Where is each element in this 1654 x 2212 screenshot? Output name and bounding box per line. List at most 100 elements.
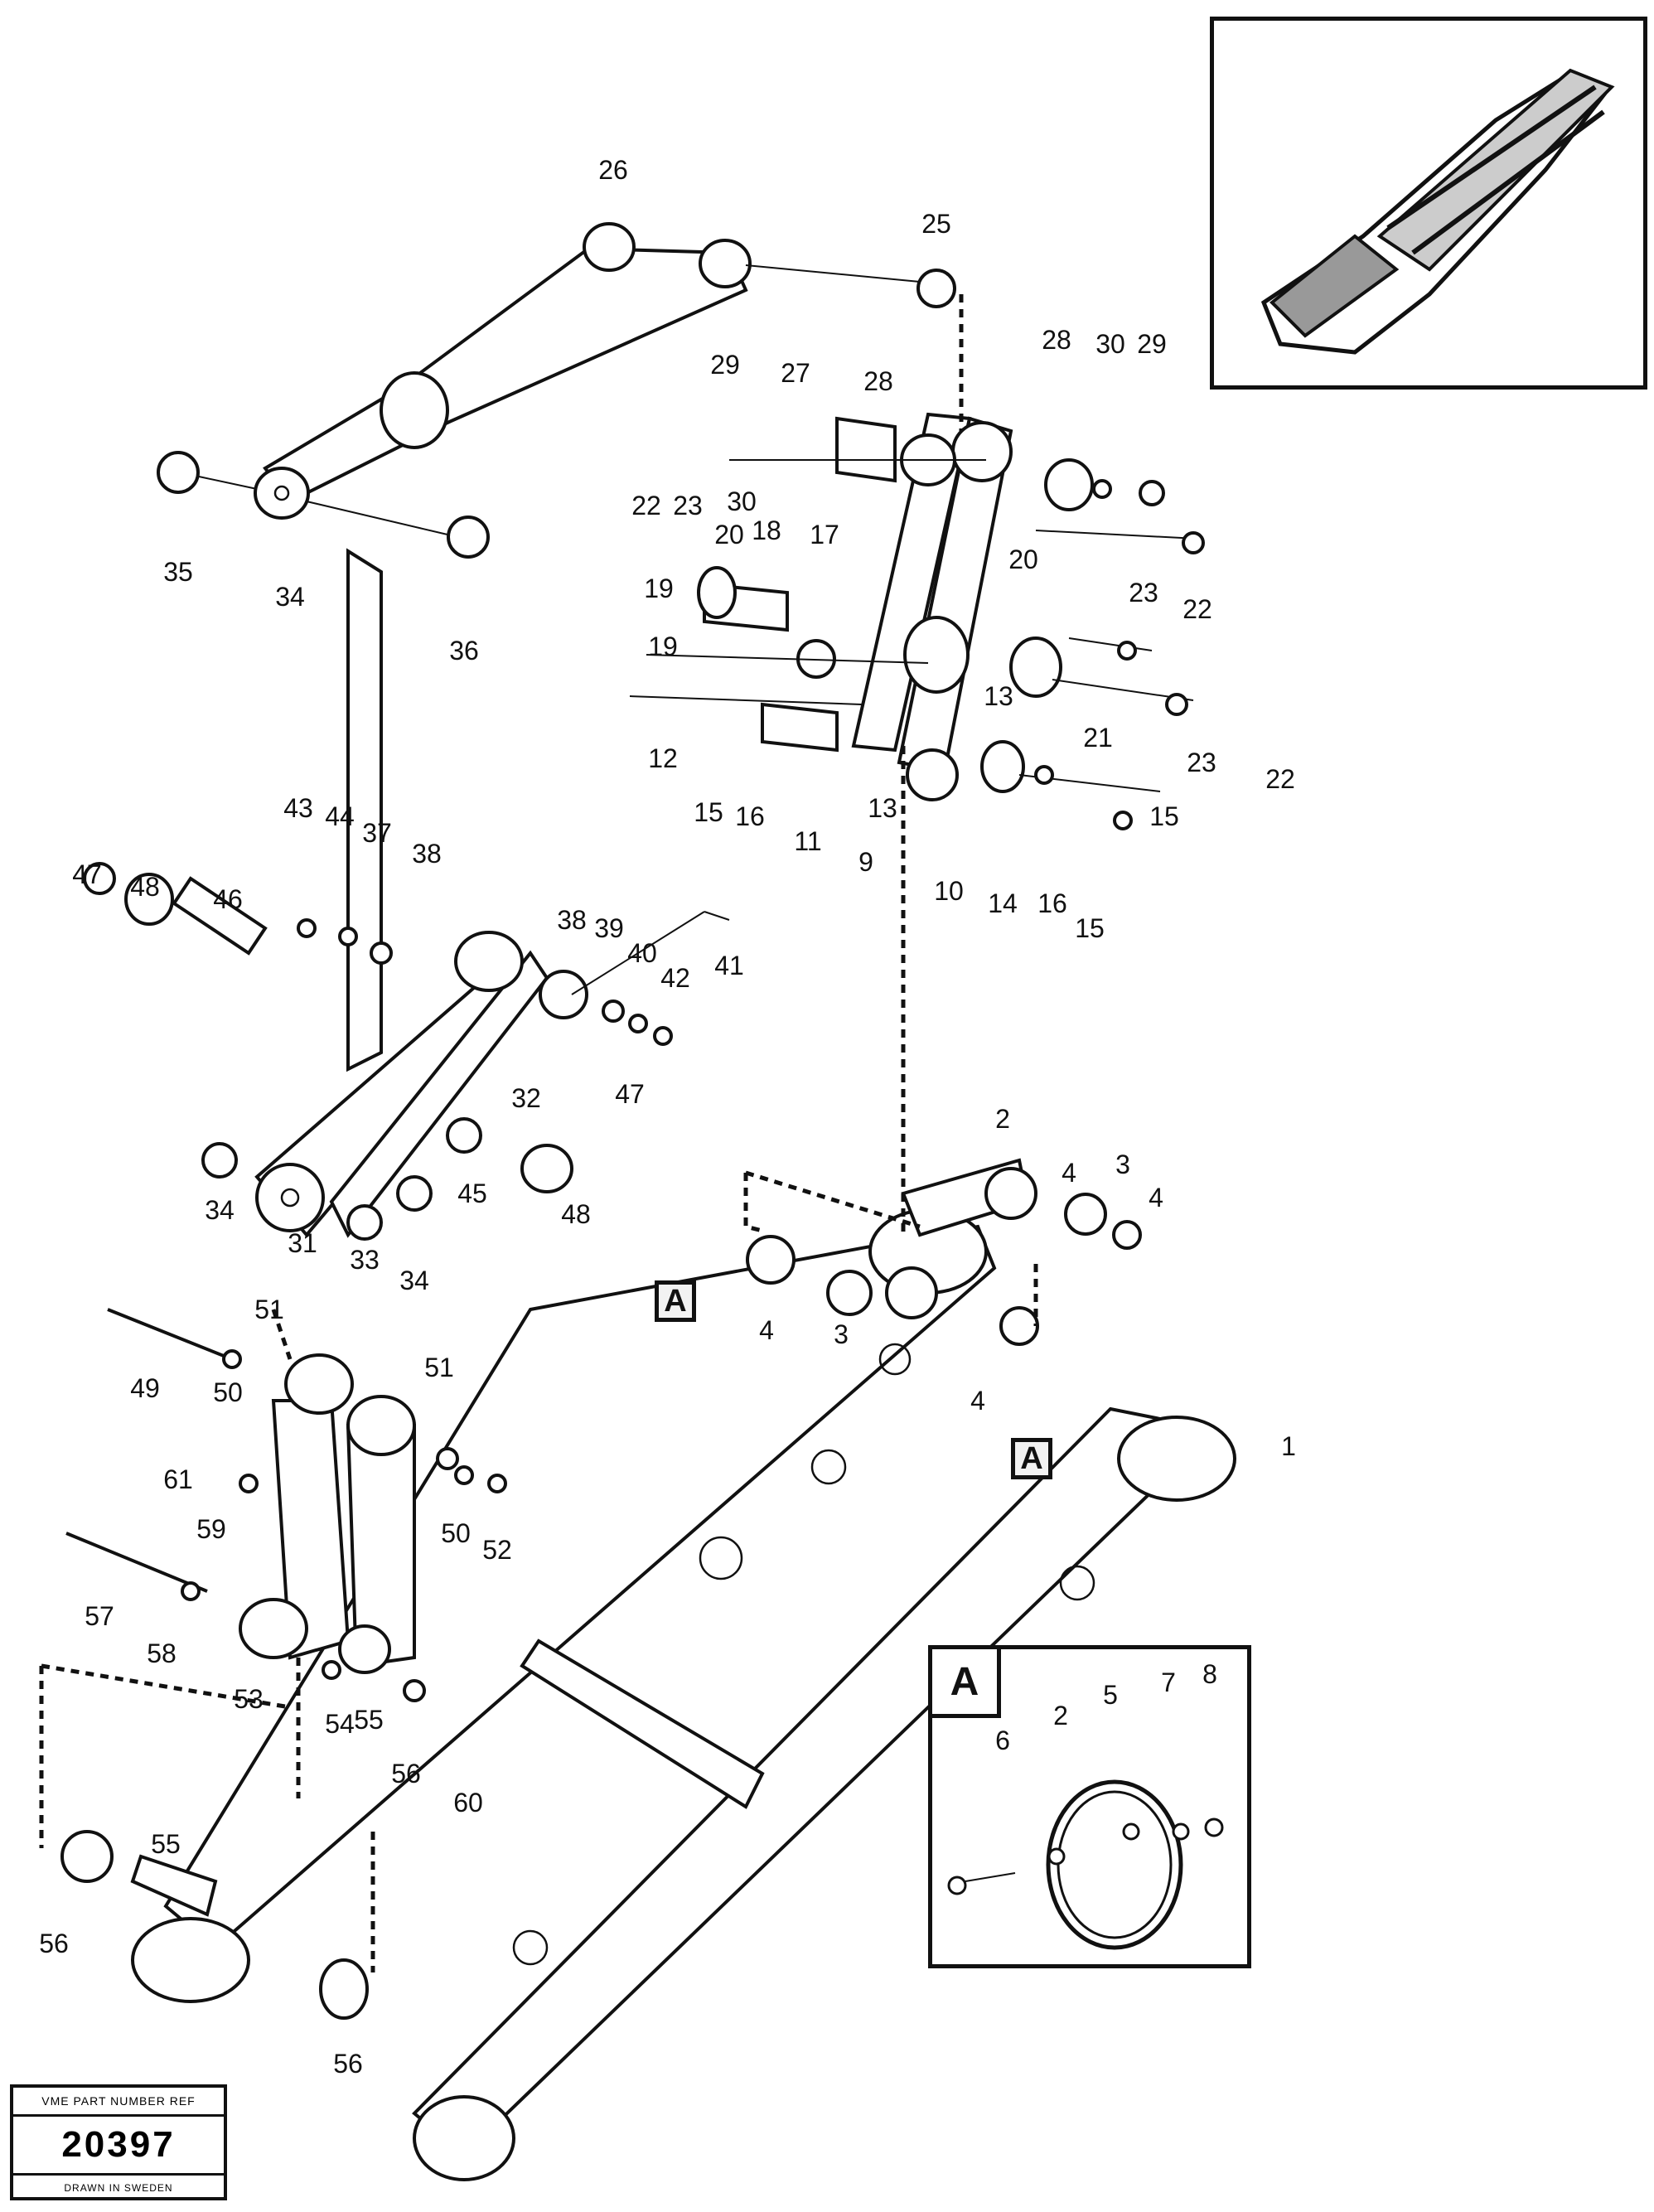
stamp-footer: DRAWN IN SWEDEN <box>13 2173 224 2200</box>
part-label: 15 <box>694 797 723 827</box>
part-label: 59 <box>196 1514 226 1544</box>
part-label: 19 <box>644 574 674 603</box>
part-label: 55 <box>151 1829 181 1859</box>
part-label: 25 <box>921 209 951 239</box>
part-label: 58 <box>147 1638 177 1668</box>
part-label: 20 <box>1008 545 1038 574</box>
part-label: 22 <box>1265 764 1295 794</box>
part-label: 28 <box>863 366 893 396</box>
part-label: 4 <box>1149 1183 1163 1212</box>
part-label: 9 <box>858 847 873 877</box>
hydraulic-cylinder <box>157 222 956 559</box>
part-label: 10 <box>934 876 964 906</box>
part-label: 21 <box>1083 723 1113 753</box>
part-label: 44 <box>325 801 355 831</box>
part-label: 34 <box>205 1195 235 1225</box>
lower-link-assembly <box>60 1308 507 2020</box>
part-label: 54 <box>325 1709 355 1739</box>
part-label: 19 <box>648 632 678 661</box>
part-label: 39 <box>594 913 624 943</box>
part-label: 34 <box>399 1266 429 1295</box>
stamp-header: VME PART NUMBER REF <box>13 2088 224 2117</box>
part-label: 30 <box>1095 329 1125 359</box>
part-label: 4 <box>1062 1158 1076 1188</box>
part-label: 15 <box>1075 913 1105 943</box>
part-label: 29 <box>1137 329 1167 359</box>
stamp-number: 20397 <box>61 2124 176 2165</box>
part-label: 50 <box>213 1377 243 1407</box>
part-label: 22 <box>1182 594 1212 624</box>
part-label: 48 <box>130 872 160 902</box>
part-label: 40 <box>627 938 657 968</box>
part-label: 14 <box>988 888 1018 918</box>
main-boom <box>131 1158 1236 2181</box>
part-label: 23 <box>1129 578 1158 607</box>
part-label: 47 <box>72 859 102 889</box>
part-label: 32 <box>511 1083 541 1113</box>
part-label: 17 <box>810 520 839 549</box>
drawing-number-stamp: VME PART NUMBER REF 20397 DRAWN IN SWEDE… <box>10 2084 227 2200</box>
part-label: 47 <box>615 1079 645 1109</box>
part-label: 20 <box>714 520 744 549</box>
part-label: 16 <box>735 801 765 831</box>
part-label: 3 <box>1115 1150 1130 1179</box>
part-label: 55 <box>354 1705 384 1735</box>
part-label: 18 <box>752 515 781 545</box>
part-label: 49 <box>130 1373 160 1403</box>
part-label: 51 <box>424 1353 454 1382</box>
part-label: 31 <box>288 1228 317 1258</box>
part-label: 23 <box>1187 748 1216 777</box>
part-label: 30 <box>727 486 757 516</box>
part-label: 33 <box>350 1245 380 1275</box>
part-label: 52 <box>482 1535 512 1565</box>
overview-inset <box>1210 17 1647 390</box>
part-label: 43 <box>283 793 313 823</box>
part-label: 23 <box>673 491 703 520</box>
part-label: 22 <box>631 491 661 520</box>
part-label: 61 <box>163 1464 193 1494</box>
part-label: 36 <box>449 636 479 666</box>
part-label: 4 <box>759 1315 774 1345</box>
part-label: 15 <box>1149 801 1179 831</box>
loader-boom-thumbnail-icon <box>1260 68 1615 355</box>
part-label: 34 <box>275 582 305 612</box>
middle-lever-assembly <box>83 548 730 1241</box>
part-label: 42 <box>660 963 690 993</box>
part-label: 7 <box>1161 1667 1176 1697</box>
upper-link-assembly <box>629 412 1205 830</box>
part-label: 29 <box>710 350 740 380</box>
callout-tag-a-right: A <box>1011 1438 1052 1479</box>
part-label: 13 <box>984 681 1013 711</box>
part-label: 1 <box>1281 1431 1296 1461</box>
part-label: 60 <box>453 1788 483 1818</box>
part-label: 53 <box>234 1684 264 1714</box>
part-label: 28 <box>1042 325 1071 355</box>
part-label: 51 <box>254 1295 284 1324</box>
part-label: 38 <box>412 839 442 869</box>
part-label: 57 <box>85 1601 114 1631</box>
part-label: 38 <box>557 905 587 935</box>
part-label: 2 <box>1053 1701 1068 1730</box>
part-label: 12 <box>648 743 678 773</box>
part-label: 56 <box>39 1929 69 1958</box>
part-label: 48 <box>561 1199 591 1229</box>
detail-view-a: A <box>928 1645 1251 1968</box>
part-label: 4 <box>970 1386 985 1416</box>
part-label: 13 <box>868 793 897 823</box>
part-label: 56 <box>333 2049 363 2079</box>
part-label: 35 <box>163 557 193 587</box>
part-label: 5 <box>1103 1680 1118 1710</box>
part-label: 3 <box>834 1319 849 1349</box>
part-label: 41 <box>714 951 744 980</box>
hose-ring-drawing <box>947 1779 1224 1950</box>
part-label: 56 <box>391 1759 421 1788</box>
part-label: 8 <box>1202 1659 1217 1689</box>
part-label: 11 <box>794 826 822 856</box>
part-label: 27 <box>781 358 810 388</box>
assembly-lines <box>39 294 1038 1972</box>
part-label: 45 <box>457 1179 487 1208</box>
part-label: 46 <box>213 884 243 914</box>
detail-view-tag: A <box>932 1649 1001 1718</box>
callout-tag-a-left: A <box>655 1280 696 1322</box>
